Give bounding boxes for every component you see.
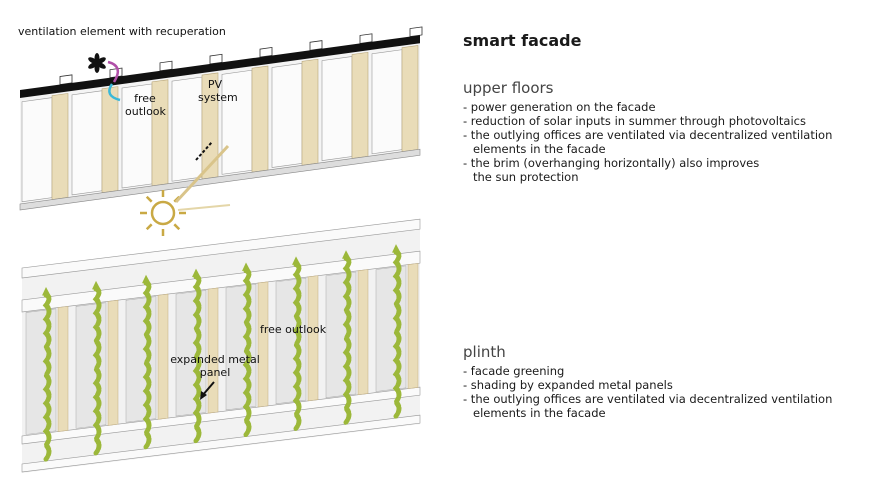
roof-vent xyxy=(209,53,223,65)
floor-slab xyxy=(19,148,421,211)
beam xyxy=(21,386,421,445)
pv-panel xyxy=(351,51,369,159)
window xyxy=(371,49,403,155)
pv-system-label: PV system xyxy=(198,78,238,104)
vine xyxy=(192,274,202,444)
expanded-metal-panel xyxy=(407,263,419,389)
fan-blade xyxy=(96,62,106,69)
plant xyxy=(392,244,400,253)
list-item: - the outlying offices are ventilated vi… xyxy=(463,392,833,420)
window xyxy=(321,56,353,161)
upper-floors-facade xyxy=(19,26,423,211)
roof-band xyxy=(20,35,420,98)
plant xyxy=(242,262,250,271)
vine xyxy=(292,261,302,431)
facade-illustration xyxy=(19,26,423,473)
fan-icon xyxy=(88,53,106,73)
list-item: - the brim (overhanging horizontally) al… xyxy=(463,156,760,184)
expanded-metal-panel xyxy=(257,281,269,408)
vine xyxy=(392,249,402,419)
airflow-arrow xyxy=(108,83,121,102)
vine xyxy=(342,255,352,425)
ventilation-label: ventilation element with recuperation xyxy=(18,25,226,38)
plant xyxy=(142,274,150,284)
roof-vent xyxy=(359,33,373,44)
free-outlook-label-upper: free outlook xyxy=(125,92,166,118)
expanded-metal-panel xyxy=(107,299,119,426)
list-item: - facade greening xyxy=(463,364,565,378)
fan-blade xyxy=(88,62,98,69)
beam xyxy=(21,218,421,279)
fan-blade xyxy=(96,57,106,64)
window xyxy=(71,90,103,196)
expanded-metal-panel xyxy=(357,269,369,396)
plinth-facade xyxy=(21,218,421,473)
beam xyxy=(21,250,421,313)
expanded-metal-panel xyxy=(207,287,219,414)
window xyxy=(325,271,357,398)
window xyxy=(375,265,407,392)
plant xyxy=(292,256,300,265)
pv-panel xyxy=(251,65,269,173)
free-outlook-label-lower: free outlook xyxy=(260,323,327,336)
fan-blade xyxy=(88,57,98,64)
airflow-arrow xyxy=(107,60,120,83)
roof-vent xyxy=(409,26,423,38)
expanded-metal-panel xyxy=(157,293,169,420)
window xyxy=(75,302,107,429)
sun-beam xyxy=(177,204,231,211)
plant xyxy=(342,250,350,259)
expanded-metal-panel xyxy=(307,275,319,402)
list-item: - power generation on the facade xyxy=(463,100,656,114)
sun-beam xyxy=(174,144,230,204)
roof-vent xyxy=(59,74,73,85)
vine xyxy=(42,292,52,462)
vine xyxy=(92,286,102,456)
plinth-list: - facade greening - shading by expanded … xyxy=(463,364,873,420)
expanded-metal-label: expanded metal panel xyxy=(170,353,260,379)
facade-wall xyxy=(22,219,420,473)
pv-panel xyxy=(101,86,119,194)
window xyxy=(225,283,257,411)
metal-panel-arrowhead xyxy=(200,391,207,400)
plant xyxy=(92,280,100,290)
roof-vent xyxy=(309,40,323,51)
pv-panel xyxy=(51,93,69,200)
pv-panel xyxy=(301,58,319,166)
page-title: smart facade xyxy=(463,31,582,50)
window xyxy=(21,97,53,203)
list-item: - the outlying offices are ventilated vi… xyxy=(463,128,833,156)
plinth-heading: plinth xyxy=(463,343,506,361)
vine xyxy=(242,267,252,438)
pv-panel xyxy=(401,45,419,153)
list-item: - shading by expanded metal panels xyxy=(463,378,673,392)
roof-vent xyxy=(159,60,173,72)
upper-floors-list: - power generation on the facade - reduc… xyxy=(463,100,873,184)
upper-floors-heading: upper floors xyxy=(463,79,554,97)
beam xyxy=(21,414,421,473)
window xyxy=(275,277,307,405)
expanded-metal-panel xyxy=(57,306,69,432)
window xyxy=(271,63,303,168)
roof-vent xyxy=(259,47,273,58)
plant xyxy=(192,268,200,278)
window xyxy=(25,308,57,435)
plant xyxy=(42,287,50,296)
window xyxy=(125,296,157,423)
sun-ray xyxy=(173,223,181,231)
pv-arrow xyxy=(195,141,213,161)
list-item: - reduction of solar inputs in summer th… xyxy=(463,114,806,128)
sun-ray xyxy=(145,195,153,203)
sun-ray xyxy=(145,223,153,231)
vine xyxy=(142,280,152,450)
